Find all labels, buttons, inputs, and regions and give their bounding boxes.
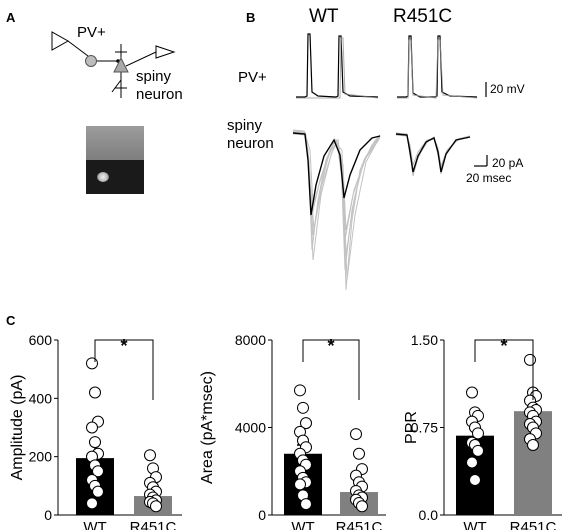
data-point	[527, 439, 539, 451]
wt-ipsc-overlays	[292, 129, 381, 291]
r451c-column-label: R451C	[393, 6, 453, 27]
x-tick-label: R451C	[336, 519, 383, 530]
fluorescence-image	[86, 160, 144, 194]
y-tick-label: 1.50	[411, 332, 438, 348]
y-tick-label: 600	[29, 332, 53, 348]
data-point	[466, 456, 478, 469]
data-point	[86, 357, 98, 370]
data-point	[353, 447, 365, 460]
data-point	[350, 428, 362, 441]
panel-b-letter: B	[246, 10, 256, 25]
x-tick-label: WT	[83, 519, 106, 530]
voltage-scale-label: 20 mV	[490, 82, 525, 96]
data-point	[356, 500, 368, 513]
y-tick-label: 0.75	[411, 420, 438, 436]
y-tick-label: 0.0	[419, 507, 439, 523]
pv-soma-icon	[85, 55, 97, 67]
data-point	[89, 386, 101, 399]
fluorescent-cell-icon	[97, 172, 109, 182]
data-point	[89, 436, 101, 449]
data-point	[300, 417, 312, 430]
current-scale-label: 20 pA	[492, 156, 524, 170]
significance-marker: *	[327, 336, 334, 356]
spiny-row-label: spiny neuron	[227, 117, 274, 153]
data-point	[92, 485, 104, 498]
y-axis-label: Area (pA*msec)	[199, 371, 216, 484]
wt-ipsc-mean-trace	[292, 132, 381, 216]
y-tick-label: 4000	[235, 420, 266, 436]
y-axis-label: PPR	[403, 411, 420, 444]
pv-row-label: PV+	[238, 69, 267, 86]
wt-column-label: WT	[309, 6, 339, 27]
y-tick-label: 0	[44, 507, 52, 523]
wt-pv-trace	[296, 33, 379, 98]
x-tick-label: R451C	[510, 519, 557, 530]
spiny-soma-icon	[113, 56, 129, 73]
significance-bracket	[474, 339, 534, 400]
data-point	[472, 427, 484, 440]
y-tick-label: 200	[29, 449, 53, 465]
spiny-row-label-line1: spiny	[227, 117, 263, 134]
data-point	[92, 465, 104, 478]
y-tick-label: 400	[29, 390, 53, 406]
x-tick-label: WT	[463, 519, 486, 530]
x-tick-label: WT	[291, 519, 314, 530]
pv-cell-label: PV+	[77, 24, 106, 41]
spiny-electrode-icon	[155, 45, 176, 59]
x-tick-label: R451C	[130, 519, 177, 530]
pv-electrode-icon	[51, 31, 70, 51]
spiny-neuron-label-line1: spiny	[136, 68, 172, 85]
data-point	[524, 353, 536, 366]
data-point	[144, 449, 156, 462]
r451c-ipsc-mean-trace	[395, 133, 471, 173]
spiny-neuron-label: spiny neuron	[136, 68, 183, 104]
significance-marker: *	[500, 336, 507, 356]
data-point	[294, 478, 306, 491]
time-scale-label: 20 msec	[466, 171, 512, 185]
data-point	[150, 500, 162, 513]
panel-a-letter: A	[6, 10, 16, 25]
spiny-row-label-line2: neuron	[227, 135, 274, 152]
y-tick-label: 8000	[235, 332, 266, 348]
data-point	[466, 386, 478, 399]
panel-c-letter: C	[6, 313, 16, 328]
y-axis-label: Amplitude (pA)	[9, 375, 26, 481]
data-point	[469, 474, 481, 486]
y-tick-label: 0	[258, 507, 266, 523]
data-point	[86, 421, 98, 434]
significance-marker: *	[120, 336, 127, 356]
data-point	[300, 498, 312, 511]
significance-bracket	[302, 339, 360, 400]
brightfield-image	[86, 126, 144, 160]
data-point	[294, 384, 306, 397]
spiny-neuron-label-line2: neuron	[136, 86, 183, 103]
data-point	[297, 401, 309, 414]
significance-bracket	[94, 339, 154, 400]
data-point	[472, 444, 484, 457]
data-point	[86, 497, 98, 510]
